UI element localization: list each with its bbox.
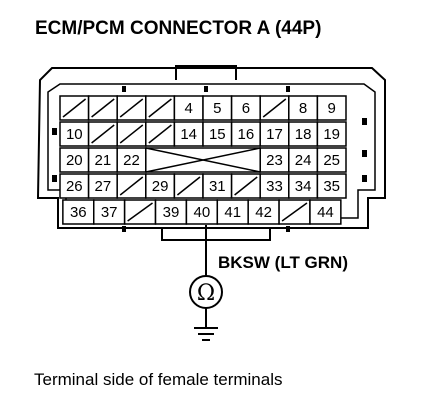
terminal-empty: [145, 121, 176, 147]
terminal-6: 6: [230, 95, 261, 121]
terminal-number: 34: [295, 178, 312, 195]
terminal-24: 24: [288, 147, 319, 173]
terminal-10: 10: [59, 121, 90, 147]
terminal-number: 31: [209, 178, 226, 195]
terminal-empty: [145, 95, 176, 121]
ground-icon: [194, 327, 218, 341]
terminal-number: 5: [213, 100, 221, 117]
terminal-number: 41: [224, 204, 241, 221]
terminal-36: 36: [62, 199, 95, 225]
terminal-number: 18: [295, 126, 312, 143]
terminal-empty: [59, 95, 90, 121]
terminal-number: 40: [194, 204, 211, 221]
right-notch-upper: [362, 118, 367, 125]
terminal-25: 25: [316, 147, 347, 173]
terminal-number: 26: [66, 178, 83, 195]
terminal-33: 33: [259, 173, 290, 199]
terminal-number: 9: [328, 100, 336, 117]
terminal-21: 21: [87, 147, 118, 173]
terminal-26: 26: [59, 173, 90, 199]
terminal-16: 16: [230, 121, 261, 147]
locking-tab: [175, 65, 237, 80]
terminal-empty: [230, 173, 261, 199]
terminal-empty: [87, 121, 118, 147]
outer-shell: [36, 67, 386, 229]
terminal-number: 10: [66, 126, 83, 143]
terminal-empty: [278, 199, 311, 225]
terminal-number: 27: [95, 178, 112, 195]
terminal-grid: 4 5 6 8 9 10 14 15 16 17 18 19 20 21 22 23 24 25 26 27 29 31 3…: [59, 86, 347, 232]
terminal-number: 24: [295, 152, 312, 169]
terminal-37: 37: [92, 199, 126, 225]
terminal-number: 36: [70, 204, 87, 221]
terminal-number: 20: [66, 152, 83, 169]
terminal-empty: [123, 199, 157, 225]
terminal-empty: [259, 95, 290, 121]
terminal-20: 20: [59, 147, 90, 173]
terminal-42: 42: [247, 199, 280, 225]
terminal-9: 9: [316, 95, 347, 121]
terminal-number: 14: [180, 126, 197, 143]
terminal-29: 29: [145, 173, 176, 199]
terminal-44: 44: [309, 199, 342, 225]
terminal-number: 6: [242, 100, 250, 117]
terminal-8: 8: [288, 95, 319, 121]
terminal-empty: [116, 95, 147, 121]
terminal-empty: [87, 95, 118, 121]
terminal-number: 16: [238, 126, 255, 143]
terminal-number: 37: [101, 204, 118, 221]
terminal-number: 8: [299, 100, 307, 117]
terminal-23: 23: [259, 147, 290, 173]
terminal-27: 27: [87, 173, 118, 199]
terminal-35: 35: [316, 173, 347, 199]
terminal-number: 39: [163, 204, 180, 221]
terminal-number: 44: [317, 204, 334, 221]
terminal-41: 41: [216, 199, 249, 225]
terminal-number: 35: [323, 178, 340, 195]
terminal-number: 23: [266, 152, 283, 169]
terminal-number: 4: [185, 100, 193, 117]
terminal-40: 40: [185, 199, 219, 225]
terminal-5: 5: [202, 95, 233, 121]
terminal-39: 39: [154, 199, 188, 225]
terminal-number: 29: [152, 178, 169, 195]
top-key-mark: [286, 86, 290, 92]
terminal-number: 25: [323, 152, 340, 169]
terminal-number: 15: [209, 126, 226, 143]
right-notch-mid: [362, 150, 367, 157]
terminal-number: 21: [95, 152, 112, 169]
terminal-31: 31: [202, 173, 233, 199]
terminal-empty: [116, 173, 147, 199]
terminal-number: 33: [266, 178, 283, 195]
ohm-symbol: Ω: [197, 281, 215, 306]
terminal-number: 42: [255, 204, 272, 221]
bottom-key-mark: [286, 226, 290, 232]
terminal-4: 4: [173, 95, 204, 121]
terminal-empty: [116, 121, 147, 147]
diagram-caption: Terminal side of female terminals: [34, 370, 282, 389]
terminal-34: 34: [288, 173, 319, 199]
wire-label: BKSW (LT GRN): [218, 253, 348, 272]
left-notch-lower: [52, 175, 57, 182]
diagram-title: ECM/PCM CONNECTOR A (44P): [35, 18, 321, 39]
left-notch-upper: [52, 128, 57, 135]
bottom-key-mark: [122, 226, 126, 232]
top-key-mark: [122, 86, 126, 92]
terminal-14: 14: [173, 121, 204, 147]
terminal-15: 15: [202, 121, 233, 147]
blocked-cavity: [145, 147, 261, 173]
terminal-number: 17: [266, 126, 283, 143]
terminal-empty: [173, 173, 204, 199]
top-key-mark: [204, 86, 208, 92]
right-notch-lower: [362, 175, 367, 182]
terminal-17: 17: [259, 121, 290, 147]
terminal-number: 22: [123, 152, 140, 169]
bottom-key: [161, 228, 271, 241]
terminal-number: 19: [323, 126, 340, 143]
terminal-19: 19: [316, 121, 347, 147]
terminal-18: 18: [288, 121, 319, 147]
terminal-22: 22: [116, 147, 147, 173]
